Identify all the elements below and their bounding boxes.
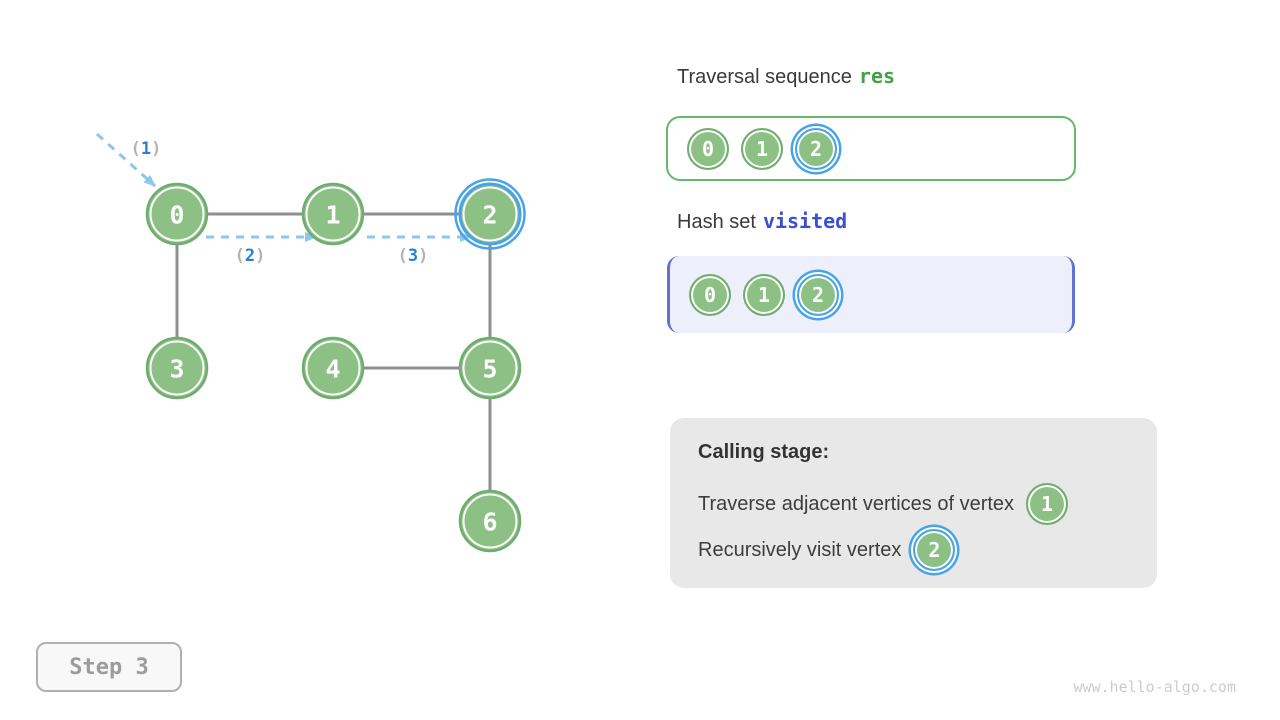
node-chip-2: 2 <box>797 273 839 316</box>
graph-node-1: 1 <box>301 182 365 246</box>
res-code-label: res <box>858 64 896 88</box>
node-chip-2: 2 <box>913 529 956 571</box>
node-chip-2: 2 <box>795 127 837 170</box>
calling-stage-card: Calling stage: Traverse adjacent vertice… <box>670 418 1157 588</box>
calling-stage-line-2: Recursively visit vertex 2 <box>698 527 1129 573</box>
graph-node-label-6: 6 <box>482 508 497 537</box>
calling-stage-title: Calling stage: <box>698 441 830 463</box>
graph-node-2: 2 <box>454 178 526 250</box>
graph-node-6: 6 <box>458 489 522 553</box>
calling-line-2-text: Recursively visit vertex <box>698 538 902 561</box>
graph-node-label-1: 1 <box>325 201 340 230</box>
arrow-step-label-2: (2) <box>235 246 266 266</box>
visited-heading: Hash set visited <box>677 209 847 234</box>
graph-node-label-2: 2 <box>482 201 497 230</box>
node-chip-1: 1 <box>741 127 783 170</box>
visited-code-label: visited <box>762 209 848 233</box>
calling-line-1-text: Traverse adjacent vertices of vertex <box>698 492 1015 515</box>
graph-node-label-3: 3 <box>169 355 184 384</box>
res-heading: Traversal sequence res <box>677 64 895 89</box>
graph-node-label-5: 5 <box>482 355 497 384</box>
node-chip-1: 1 <box>743 273 785 316</box>
arrow-step-label-3: (3) <box>398 246 429 266</box>
calling-stage-line-1: Traverse adjacent vertices of vertex 1 <box>698 481 1129 527</box>
graph-node-label-0: 0 <box>169 201 184 230</box>
step-indicator-label: Step 3 <box>69 654 149 680</box>
node-chip-0: 0 <box>687 127 729 170</box>
graph-node-0: 0 <box>145 182 209 246</box>
graph-node-3: 3 <box>145 336 209 400</box>
res-heading-text: Traversal sequence <box>677 66 852 88</box>
traversal-arrow-1 <box>95 132 157 188</box>
graph-node-4: 4 <box>301 336 365 400</box>
step-indicator: Step 3 <box>36 642 182 692</box>
watermark: www.hello-algo.com <box>1073 678 1236 696</box>
node-chip-1: 1 <box>1026 483 1069 525</box>
graph-node-5: 5 <box>458 336 522 400</box>
visited-heading-text: Hash set <box>677 211 756 233</box>
node-chip-0: 0 <box>689 273 731 316</box>
arrow-step-label-1: (1) <box>131 139 162 159</box>
graph-node-label-4: 4 <box>325 355 340 384</box>
graph-diagram: (1) (2) (3) 0 1 2 3 4 5 6 <box>95 132 526 553</box>
